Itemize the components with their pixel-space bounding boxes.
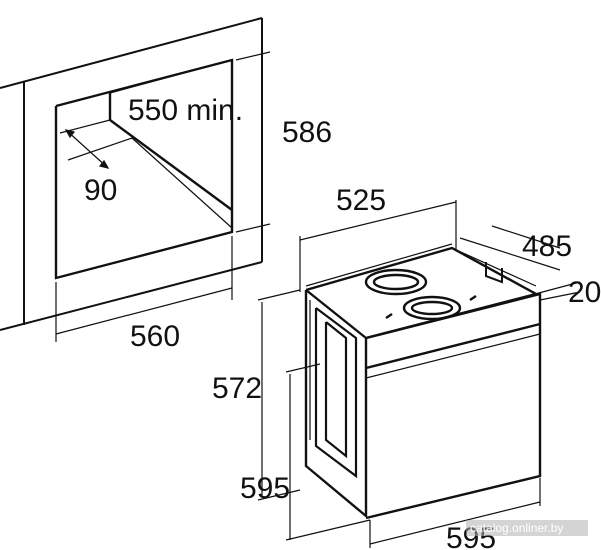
oven-height-label: 595: [240, 472, 290, 505]
vent-gap-label: 90: [84, 174, 117, 207]
oven-top-width-label: 525: [336, 184, 386, 217]
oven-dimension-lines: [257, 200, 581, 548]
oven-depth-label: 485: [522, 230, 572, 263]
side-mounting-frame: [309, 300, 358, 479]
niche-width-label: 560: [130, 320, 180, 353]
niche-height-label: 586: [282, 116, 332, 149]
niche-width-dimension: [55, 236, 233, 342]
vent-gap-dimension: [64, 129, 110, 169]
top-cutouts: [364, 268, 477, 321]
watermark: catalog.onliner.by: [466, 520, 588, 536]
rear-bracket: [485, 262, 503, 284]
niche-opening: [54, 58, 234, 280]
front-offset-label: 20: [568, 276, 601, 309]
niche-height-dimension: [235, 51, 271, 233]
cabinet-frame: [0, 17, 263, 331]
oven-body: [304, 243, 542, 520]
oven-body-height-label: 572: [212, 372, 262, 405]
oven-drawing: [257, 200, 581, 548]
niche-depth-label: 550 min.: [128, 94, 243, 127]
watermark-text: catalog.onliner.by: [470, 521, 563, 535]
niche-drawing: [0, 17, 271, 342]
